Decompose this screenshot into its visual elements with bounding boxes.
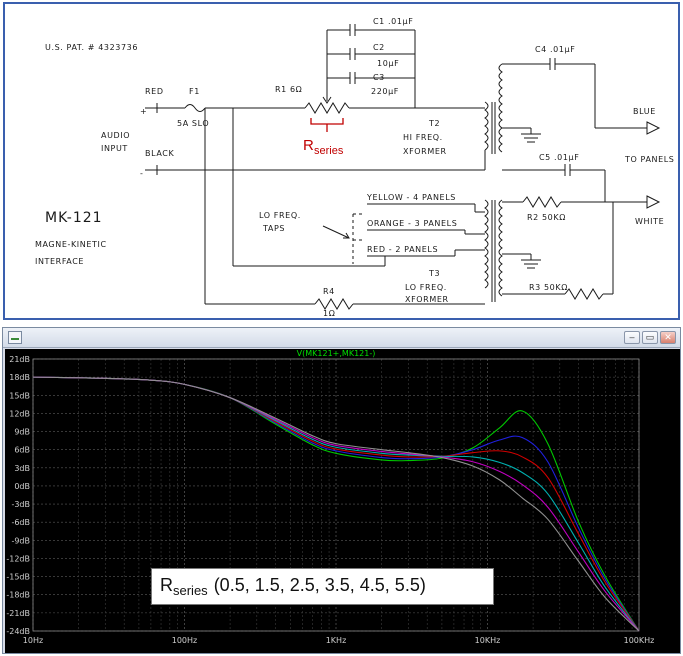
y-tick-label: -24dB <box>6 627 30 636</box>
t3-desc-2: XFORMER <box>405 295 449 304</box>
subtitle-label-2: INTERFACE <box>35 257 84 266</box>
y-tick-label: -18dB <box>6 591 30 600</box>
minus-label: - <box>140 169 144 178</box>
x-tick-label: 10Hz <box>23 636 43 645</box>
yellow-tap-label: YELLOW - 4 PANELS <box>366 193 456 202</box>
y-tick-label: -15dB <box>6 573 30 582</box>
y-tick-label: 12dB <box>9 409 30 418</box>
x-tick-label: 10KHz <box>475 636 501 645</box>
to-panels-label: TO PANELS <box>624 155 675 164</box>
orange-tap-label: ORANGE - 3 PANELS <box>367 219 457 228</box>
x-tick-label: 1KHz <box>326 636 347 645</box>
taps-label-1: LO FREQ. <box>259 211 301 220</box>
waveform-icon <box>8 331 22 344</box>
c4-label: C4 .01µF <box>535 45 575 54</box>
bode-chart: 21dB 18dB 15dB 12dB 9dB 6dB 3dB 0dB -3dB -6dB -9dB… <box>6 349 655 645</box>
taps-label-2: TAPS <box>262 224 285 233</box>
white-label: WHITE <box>635 217 664 226</box>
y-tick-label: 15dB <box>9 391 30 400</box>
fuse-label: F1 <box>189 87 200 96</box>
series-line-6 <box>32 376 640 632</box>
c2-label: C2 <box>373 43 385 52</box>
r3-label: R3 50KΩ <box>529 283 568 292</box>
patent-label: U.S. PAT. # 4323736 <box>45 43 138 52</box>
plot-area[interactable]: 21dB 18dB 15dB 12dB 9dB 6dB 3dB 0dB -3dB -6dB -9dB… <box>5 349 680 653</box>
r4-label: R4 <box>323 287 335 296</box>
subtitle-label-1: MAGNE-KINETIC <box>35 240 107 249</box>
y-tick-label: -9dB <box>11 536 30 545</box>
t2-label: T2 <box>428 119 440 128</box>
legend-sub: series <box>173 583 208 598</box>
restore-button[interactable]: ▭ <box>642 331 658 344</box>
blue-label: BLUE <box>633 107 656 116</box>
y-tick-label: -21dB <box>6 609 30 618</box>
rseries-sub-label: series <box>314 145 344 157</box>
r4-value-label: 1Ω <box>323 309 335 318</box>
plot-window: – ▭ ✕ 21dB 18dB 15dB 12dB 9dB 6dB 3dB 0dB -3dB -6… <box>2 327 681 654</box>
t2-desc-1: HI FREQ. <box>403 133 443 142</box>
close-button[interactable]: ✕ <box>660 331 676 344</box>
t3-label: T3 <box>428 269 440 278</box>
audio-label-2: INPUT <box>101 144 128 153</box>
trace-title: V(MK121+,MK121-) <box>297 349 376 358</box>
y-tick-label: 0dB <box>14 482 30 491</box>
c3-label: C3 <box>373 73 385 82</box>
c2-value-label: 10µF <box>377 59 399 68</box>
model-label: MK-121 <box>45 210 103 226</box>
minimize-button[interactable]: – <box>624 331 640 344</box>
y-tick-label: 21dB <box>9 355 30 364</box>
rseries-legend: Rseries (0.5, 1.5, 2.5, 3.5, 4.5, 5.5) <box>151 568 494 605</box>
t2-desc-2: XFORMER <box>403 147 447 156</box>
input-red-label: RED <box>145 87 164 96</box>
y-tick-label: -3dB <box>11 500 30 509</box>
red-tap-label: RED - 2 PANELS <box>367 245 438 254</box>
input-black-label: BLACK <box>145 149 174 158</box>
plus-label: + <box>140 107 147 116</box>
r2-label: R2 50KΩ <box>527 213 566 222</box>
c3-value-label: 220µF <box>371 87 399 96</box>
plot-frame <box>32 358 640 632</box>
y-tick-label: -6dB <box>11 518 30 527</box>
legend-main: R <box>160 575 173 595</box>
fuse-rating-label: 5A SLO <box>177 119 209 128</box>
r1-label: R1 6Ω <box>275 85 302 94</box>
y-tick-label: 9dB <box>14 428 30 437</box>
audio-label-1: AUDIO <box>101 131 130 140</box>
rseries-main-label: R <box>303 137 314 154</box>
y-tick-label: -12dB <box>6 554 30 563</box>
schematic-panel: U.S. PAT. # 4323736 MK-121 MAGNE-KINETIC… <box>3 2 680 320</box>
y-tick-label: 3dB <box>14 464 30 473</box>
c5-label: C5 .01µF <box>539 153 579 162</box>
y-tick-label: 6dB <box>14 446 30 455</box>
x-tick-label: 100KHz <box>624 636 655 645</box>
window-titlebar[interactable]: – ▭ ✕ <box>3 328 680 348</box>
c1-label: C1 .01µF <box>373 17 413 26</box>
schematic-drawing: U.S. PAT. # 4323736 MK-121 MAGNE-KINETIC… <box>35 17 675 318</box>
x-tick-label: 100Hz <box>172 636 197 645</box>
y-tick-label: 18dB <box>9 373 30 382</box>
legend-values: (0.5, 1.5, 2.5, 3.5, 4.5, 5.5) <box>213 575 426 595</box>
t3-desc-1: LO FREQ. <box>405 283 447 292</box>
